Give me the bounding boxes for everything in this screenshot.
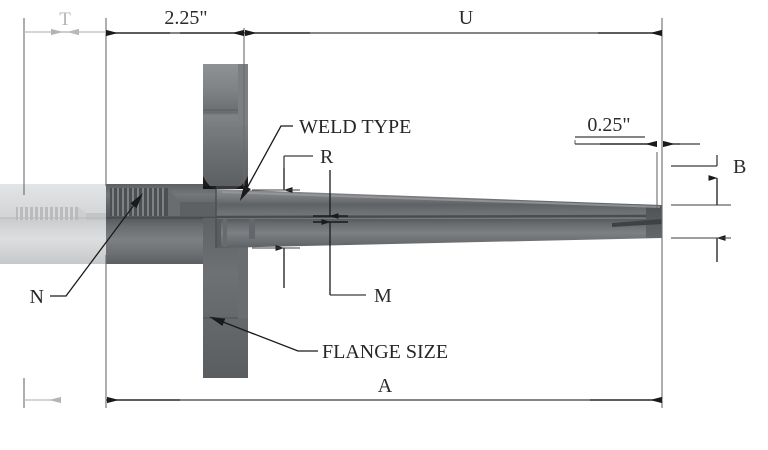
callout-flange-size-label: FLANGE SIZE <box>322 341 448 363</box>
dimension-a-label: A <box>378 375 393 397</box>
dimension-u-label: U <box>459 7 474 29</box>
callout-n-label: N <box>30 286 44 308</box>
dimension-t-label: T <box>59 9 71 30</box>
dimension-tip-length: 0.25" <box>575 114 700 148</box>
dimension-a: A <box>24 375 662 404</box>
dimension-nipple-length: 2.25" <box>106 7 244 37</box>
dimension-m: M <box>313 170 392 307</box>
callout-weld-type: WELD TYPE <box>239 116 411 202</box>
thermowell-stem <box>215 189 663 248</box>
dimension-nipple-length-label: 2.25" <box>164 7 207 29</box>
threaded-nipple <box>106 184 216 264</box>
ghost-process-connection <box>0 184 108 264</box>
dimension-u: U <box>244 7 662 37</box>
dimension-r-label: R <box>320 146 334 168</box>
callout-n: N <box>30 192 143 308</box>
dimension-r: R <box>252 146 334 288</box>
dimension-m-label: M <box>374 285 392 307</box>
dimension-tip-length-label: 0.25" <box>587 114 630 136</box>
flange <box>203 64 248 378</box>
callout-weld-type-label: WELD TYPE <box>299 116 411 138</box>
dimension-b-label: B <box>733 156 746 178</box>
dimension-b: B <box>671 155 746 262</box>
extension-lines <box>23 18 663 408</box>
dimension-t: T <box>24 9 106 36</box>
callout-flange-size: FLANGE SIZE <box>209 316 448 363</box>
